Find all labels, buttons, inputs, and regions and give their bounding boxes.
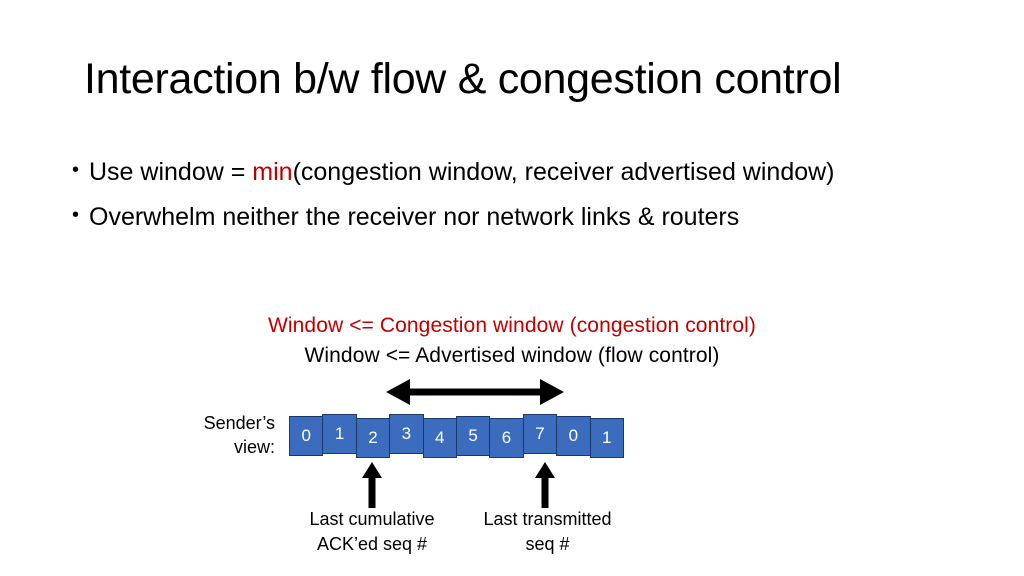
seq-cell[interactable]: 4 bbox=[422, 418, 457, 458]
ack-pointer-label-line1: Last cumulative bbox=[309, 509, 435, 529]
bullet-text-accent-min: min bbox=[252, 158, 293, 186]
transmitted-pointer-label: Last transmitted seq # bbox=[455, 507, 640, 557]
bullet-list: • Use window = min(congestion window, re… bbox=[72, 155, 962, 244]
bullet-item-overwhelm: • Overwhelm neither the receiver nor net… bbox=[72, 200, 962, 236]
sender-view-label: Sender’s view: bbox=[140, 412, 275, 460]
transmitted-pointer-label-line2: seq # bbox=[525, 533, 570, 554]
caption-flow-control: Window <= Advertised window (flow contro… bbox=[304, 344, 720, 368]
ack-pointer-label-line2: ACK’ed seq # bbox=[316, 533, 428, 554]
seq-cell[interactable]: 1 bbox=[322, 414, 357, 454]
seq-cell[interactable]: 7 bbox=[522, 414, 558, 454]
bullet-marker-icon: • bbox=[72, 203, 80, 226]
seq-cell[interactable]: 2 bbox=[355, 418, 391, 458]
caption-congestion-control: Window <= Congestion window (congestion … bbox=[267, 314, 757, 337]
sender-view-label-line1: Sender’s bbox=[203, 413, 275, 433]
seq-cell[interactable]: 1 bbox=[589, 418, 624, 458]
seq-cell[interactable]: 3 bbox=[389, 414, 424, 454]
sender-view-label-line2: view: bbox=[233, 436, 275, 457]
window-span-double-arrow-icon bbox=[386, 376, 564, 408]
bullet-text: Use window = min(congestion window, rece… bbox=[89, 155, 962, 191]
transmitted-pointer-label-line1: Last transmitted bbox=[483, 509, 612, 529]
bullet-text: Overwhelm neither the receiver nor netwo… bbox=[89, 202, 740, 231]
page-title: Interaction b/w flow & congestion contro… bbox=[84, 55, 842, 103]
ack-pointer-up-arrow-icon bbox=[361, 462, 383, 508]
bullet-item-use-window: • Use window = min(congestion window, re… bbox=[72, 155, 962, 191]
seq-cell[interactable]: 0 bbox=[289, 416, 324, 456]
ack-pointer-label: Last cumulative ACK’ed seq # bbox=[272, 507, 472, 557]
bullet-text-post: (congestion window, receiver advertised … bbox=[292, 158, 835, 186]
bullet-text-pre: Use window = bbox=[89, 158, 253, 186]
seq-cell[interactable]: 5 bbox=[455, 416, 491, 456]
seq-cell[interactable]: 0 bbox=[556, 416, 591, 456]
caption-block: Window <= Congestion window (congestion … bbox=[0, 311, 1024, 372]
seq-cell[interactable]: 6 bbox=[489, 418, 524, 458]
bullet-marker-icon: • bbox=[72, 159, 80, 181]
sequence-number-strip: 0 1 2 3 4 5 6 7 0 1 bbox=[289, 414, 624, 458]
transmitted-pointer-up-arrow-icon bbox=[534, 462, 556, 508]
